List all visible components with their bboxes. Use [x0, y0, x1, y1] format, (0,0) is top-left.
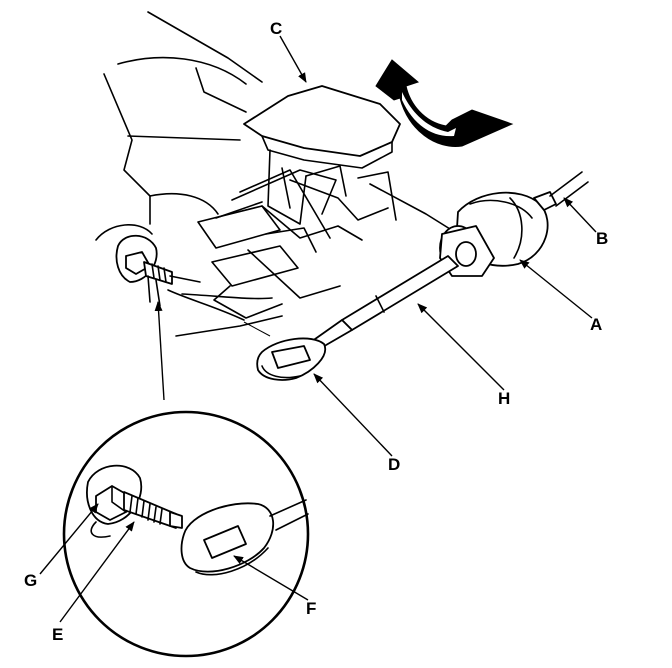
label-g: G — [24, 571, 37, 590]
detail-pointer-arrow — [154, 301, 165, 401]
label-d: D — [388, 455, 400, 474]
label-e: E — [52, 625, 63, 644]
rotation-arrow-icon — [375, 59, 514, 147]
cable-bracket — [439, 171, 589, 277]
label-a: A — [590, 315, 602, 334]
detail-magnifier — [62, 410, 310, 658]
console-housing — [103, 11, 459, 337]
label-c: C — [270, 19, 282, 38]
shift-lever — [215, 85, 401, 239]
adjuster-bolt — [95, 224, 201, 307]
label-leaders — [39, 35, 597, 623]
label-b: B — [596, 229, 608, 248]
shift-cable — [256, 255, 459, 381]
label-h: H — [498, 389, 510, 408]
label-f: F — [306, 599, 316, 618]
